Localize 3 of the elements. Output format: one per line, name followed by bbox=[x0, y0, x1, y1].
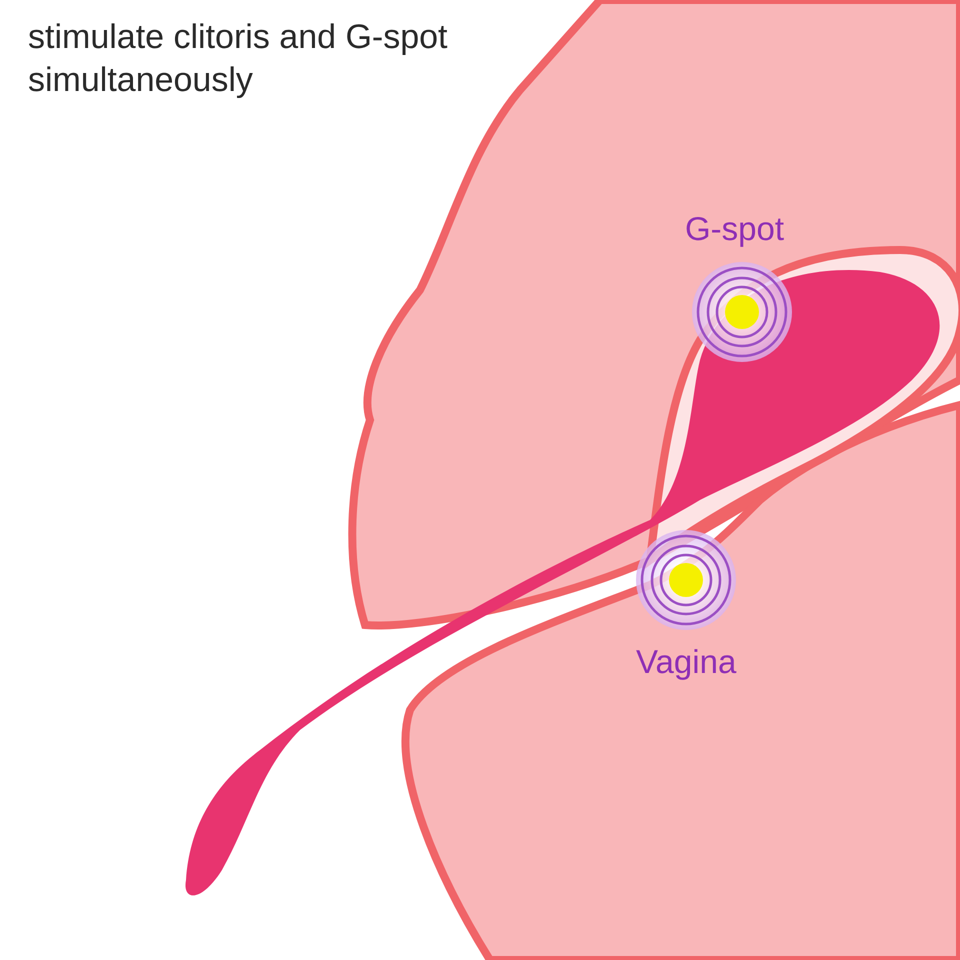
heading: stimulate clitoris and G-spot simultaneously bbox=[28, 17, 448, 101]
part-label: G-spot bbox=[685, 210, 784, 248]
part-label: Vagina bbox=[636, 643, 736, 681]
